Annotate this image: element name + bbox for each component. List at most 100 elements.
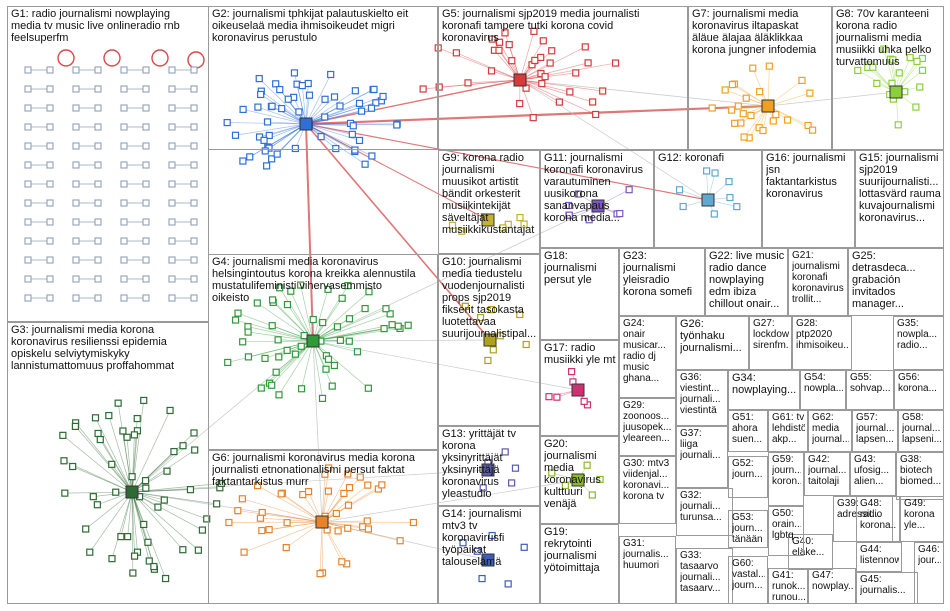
node (504, 580, 512, 588)
group-label: G9: korona radio journalismi muusikot ar… (442, 152, 535, 236)
group-box-g14: G14: journalismi mtv3 tv koronavirusfi t… (438, 506, 540, 604)
node (166, 406, 174, 415)
node (336, 336, 345, 344)
group-box-g49: G49: korona yle... (900, 496, 944, 542)
node (588, 491, 596, 499)
edge-link (131, 491, 203, 531)
node (72, 199, 80, 207)
edge-link (519, 79, 596, 115)
node (261, 354, 269, 363)
node (675, 186, 684, 194)
node (345, 315, 354, 323)
edge-link (131, 451, 175, 493)
node (733, 203, 741, 211)
node (142, 180, 150, 188)
edge-link (271, 340, 314, 386)
node (120, 66, 128, 74)
group-label: G15: journalismi sjp2019 suurijournalist… (859, 152, 941, 224)
node (703, 167, 711, 175)
edge-link (438, 47, 521, 81)
node (324, 487, 333, 495)
group-box-g62: G62: media journal... (808, 410, 852, 452)
group-box-g35: G35: nowpla... radio... (893, 316, 944, 370)
node (889, 56, 897, 64)
node (316, 570, 324, 578)
node (168, 161, 176, 169)
node (274, 336, 282, 344)
node (473, 547, 481, 555)
node (357, 107, 366, 115)
node (268, 155, 276, 163)
node (190, 275, 198, 283)
edge-link (321, 479, 579, 523)
edge-link (75, 422, 133, 493)
node (581, 43, 589, 51)
group-box-g7: G7: journalismi media koronavirus iltapa… (688, 6, 832, 150)
node (260, 136, 268, 144)
node (91, 414, 100, 422)
group-label: G3: journalismi media korona koronavirus… (11, 324, 175, 372)
group-box-g29: G29: zoonoos... juusopek... yleareen... (619, 398, 676, 456)
node (711, 169, 719, 177)
node (24, 256, 32, 264)
node (257, 384, 265, 392)
edge-link (131, 491, 217, 505)
node (742, 94, 750, 102)
node (584, 59, 592, 67)
edge-link (131, 410, 171, 493)
node (265, 526, 273, 534)
edge-link (305, 123, 489, 221)
node (511, 464, 520, 472)
node (749, 64, 757, 72)
node (873, 79, 881, 88)
hub-node (591, 199, 605, 213)
edge-link (237, 510, 323, 523)
node (304, 487, 313, 496)
node (268, 381, 276, 389)
node (290, 69, 299, 77)
edge-link (131, 340, 314, 493)
node (880, 45, 888, 53)
hub-node (571, 473, 585, 487)
edge-link (243, 109, 307, 125)
node (708, 104, 716, 112)
node (338, 558, 346, 566)
node (287, 287, 295, 295)
node (168, 142, 176, 150)
group-box-g20: G20: journalismi media koronavirus kultt… (540, 436, 619, 524)
node (257, 90, 265, 99)
edge-link (242, 498, 323, 523)
edge-link (312, 340, 323, 523)
group-label: G55: sohvap... (850, 372, 891, 394)
edge-link (312, 340, 369, 389)
node (380, 325, 388, 333)
node (239, 338, 247, 346)
node (261, 147, 269, 155)
node (217, 479, 225, 487)
node (24, 294, 32, 302)
node (538, 79, 546, 88)
node (72, 180, 80, 188)
node (130, 552, 139, 560)
group-box-g61: G61: tv lehdistö akp... (768, 410, 808, 452)
edge-link (519, 79, 593, 103)
node (484, 356, 492, 365)
edge-link (321, 521, 363, 528)
edge-link (305, 96, 384, 125)
node (112, 488, 120, 496)
node (213, 500, 221, 508)
group-label: G44: listennow... (860, 544, 899, 566)
node (272, 368, 280, 376)
node (46, 142, 54, 150)
node (344, 524, 352, 532)
node (489, 346, 497, 354)
node (564, 201, 573, 210)
node (496, 332, 504, 340)
group-box-g31: G31: journalis... huumori (619, 536, 676, 604)
node (344, 470, 352, 478)
node (46, 199, 54, 207)
node (334, 527, 342, 535)
group-label: G45: journalis... (860, 574, 906, 596)
group-label: G5: journalismi sjp2019 media journalist… (442, 8, 640, 44)
hub-node (306, 334, 320, 348)
